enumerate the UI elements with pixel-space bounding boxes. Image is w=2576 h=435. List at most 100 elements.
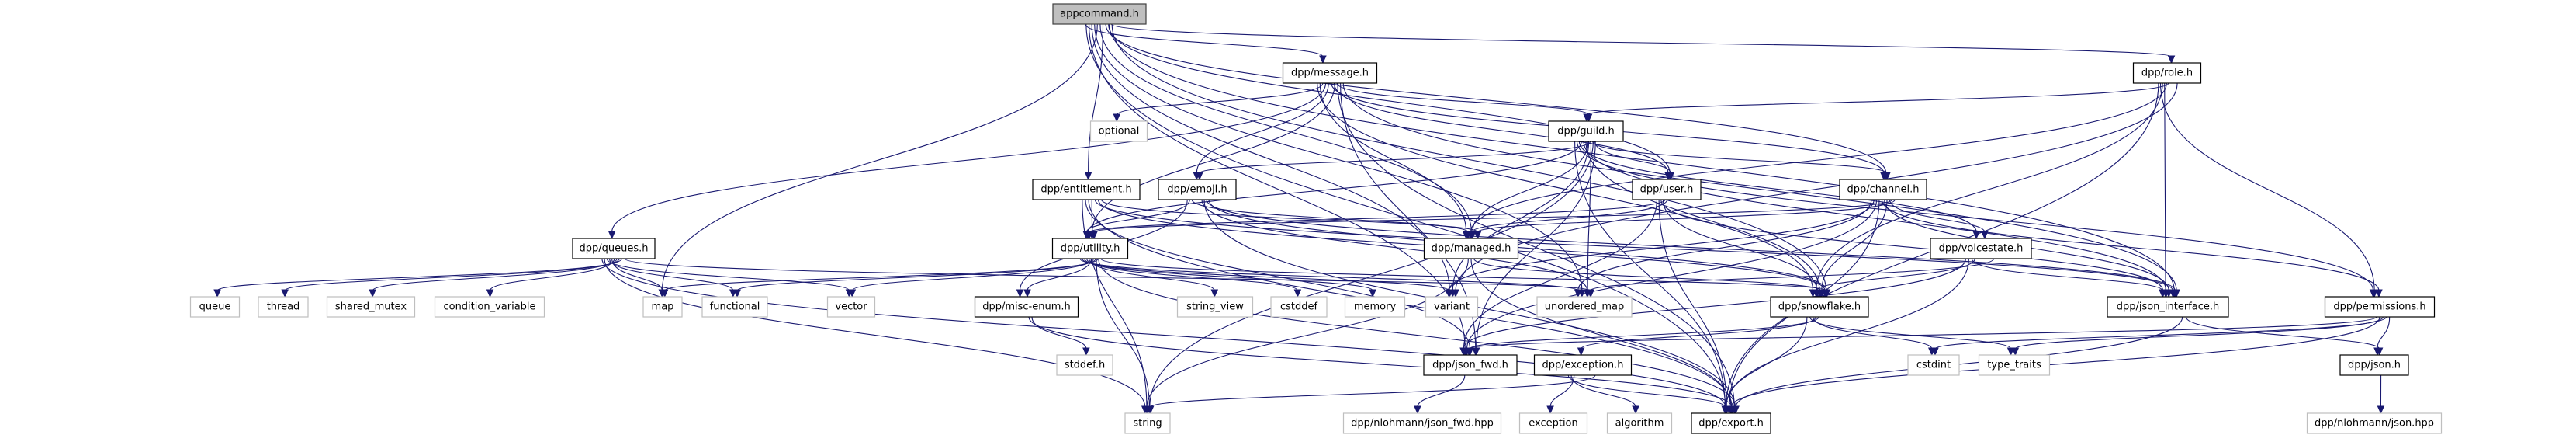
node-box xyxy=(1176,296,1254,318)
edge-utility-h-to-functional xyxy=(736,258,1096,291)
arrowhead-icon xyxy=(1473,231,1482,240)
edge-appcommand-h-to-role-h xyxy=(1110,23,2173,57)
arrowhead-icon xyxy=(1088,231,1096,240)
edge-guild-h-to-string xyxy=(1149,141,1594,408)
node-box xyxy=(1691,412,1771,434)
node-label: stddef.h xyxy=(1065,360,1105,371)
node-entitlement-h[interactable]: dpp/entitlement.h xyxy=(1032,179,1141,200)
edge-guild-h-to-managed-h xyxy=(1472,141,1589,233)
node-box xyxy=(258,296,309,318)
arrowhead-icon xyxy=(1583,113,1591,123)
node-box xyxy=(2306,412,2443,434)
node-label: dpp/queues.h xyxy=(579,243,648,255)
node-box xyxy=(1907,354,1960,376)
arrowhead-icon xyxy=(1141,405,1149,415)
edge-role-h-to-permissions-h xyxy=(2159,82,2375,291)
node-queues-h[interactable]: dpp/queues.h xyxy=(572,238,656,259)
edge-voicestate-h-to-json-interface-h xyxy=(1971,258,2163,291)
node-label: string xyxy=(1133,418,1162,430)
edge-appcommand-h-to-managed-h xyxy=(1099,23,1472,233)
node-message-h[interactable]: dpp/message.h xyxy=(1282,62,1378,84)
arrowhead-icon xyxy=(1196,172,1203,181)
node-box xyxy=(1344,296,1406,318)
node-json-interface-h[interactable]: dpp/json_interface.h xyxy=(2107,296,2229,318)
arrowhead-icon xyxy=(1813,289,1820,298)
node-label: dpp/permissions.h xyxy=(2333,301,2425,313)
node-voicestate-h[interactable]: dpp/voicestate.h xyxy=(1930,238,2032,259)
node-box xyxy=(1770,296,1869,318)
node-exception: exception xyxy=(1518,412,1588,434)
edge-entitlement-h-to-json-interface-h xyxy=(1094,199,2173,291)
arrowhead-icon xyxy=(1016,289,1024,298)
node-label: dpp/managed.h xyxy=(1432,243,1511,255)
node-user-h[interactable]: dpp/user.h xyxy=(1632,179,1702,200)
arrowhead-icon xyxy=(213,289,221,298)
edge-permissions-h-to-json-fwd-h xyxy=(1468,316,2377,350)
node-permissions-h[interactable]: dpp/permissions.h xyxy=(2324,296,2436,318)
node-role-h[interactable]: dpp/role.h xyxy=(2132,62,2202,84)
node-json-fwd-h[interactable]: dpp/json_fwd.h xyxy=(1423,354,1518,376)
edge-queues-h-to-functional xyxy=(608,258,734,291)
edge-guild-h-to-json-fwd-h xyxy=(1476,141,1596,350)
edge-guild-h-to-user-h xyxy=(1594,141,1671,174)
arrowhead-icon xyxy=(369,289,376,298)
node-snowflake-h[interactable]: dpp/snowflake.h xyxy=(1770,296,1869,318)
node-exception-h[interactable]: dpp/exception.h xyxy=(1533,354,1633,376)
edge-emoji-h-to-json-interface-h xyxy=(1206,199,2176,291)
arrowhead-icon xyxy=(1023,289,1031,298)
node-box xyxy=(1533,354,1633,376)
edge-snowflake-h-to-type-traits xyxy=(1809,316,2012,350)
edge-message-h-to-user-h xyxy=(1333,82,1669,174)
node-optional: optional xyxy=(1089,120,1148,142)
node-managed-h[interactable]: dpp/managed.h xyxy=(1423,238,1519,259)
edge-emoji-h-to-unordered-map xyxy=(1201,199,1588,291)
node-channel-h[interactable]: dpp/channel.h xyxy=(1839,179,1927,200)
node-label: dpp/nlohmann/json.hpp xyxy=(2315,418,2434,430)
edge-queues-h-to-vector xyxy=(606,258,850,291)
node-box xyxy=(1425,296,1479,318)
edge-misc-enum-h-to-export-h xyxy=(1028,316,1733,408)
edge-appcommand-h-to-entitlement-h xyxy=(1088,23,1104,174)
arrowhead-icon xyxy=(1574,289,1582,298)
arrowhead-icon xyxy=(848,289,857,298)
arrowhead-icon xyxy=(1721,405,1729,415)
node-label: dpp/json_fwd.h xyxy=(1432,360,1508,371)
arrowhead-icon xyxy=(1587,289,1595,298)
arrowhead-icon xyxy=(2373,347,2381,357)
edge-guild-h-to-variant xyxy=(1452,141,1590,291)
edge-emoji-h-to-utility-h xyxy=(1085,199,1190,233)
node-label: dpp/export.h xyxy=(1698,418,1764,430)
edge-utility-h-to-string xyxy=(1096,258,1150,408)
node-misc-enum-h[interactable]: dpp/misc-enum.h xyxy=(974,296,1079,318)
arrowhead-icon xyxy=(1459,347,1467,357)
node-label: map xyxy=(652,301,674,313)
edge-role-h-to-guild-h xyxy=(1586,82,2169,116)
node-box xyxy=(572,238,656,259)
arrowhead-icon xyxy=(1972,231,1980,240)
edge-channel-h-to-managed-h xyxy=(1477,199,1896,233)
node-label: dpp/voicestate.h xyxy=(1939,243,2024,255)
node-box xyxy=(2324,296,2436,318)
arrowhead-icon xyxy=(1465,347,1473,357)
node-label: string_view xyxy=(1186,301,1244,313)
edge-appcommand-h-to-json-fwd-h xyxy=(1088,23,1466,350)
edge-entitlement-h-to-json-fwd-h xyxy=(1085,199,1471,350)
node-utility-h[interactable]: dpp/utility.h xyxy=(1051,238,1129,259)
node-box xyxy=(1158,179,1237,200)
node-export-h[interactable]: dpp/export.h xyxy=(1691,412,1771,434)
edge-utility-h-to-vector xyxy=(851,258,1094,291)
edge-utility-h-to-snowflake-h xyxy=(1100,258,1827,291)
node-label: thread xyxy=(267,301,300,313)
node-guild-h[interactable]: dpp/guild.h xyxy=(1548,120,1624,142)
node-label: dpp/utility.h xyxy=(1061,243,1120,255)
arrowhead-icon xyxy=(1823,289,1830,298)
node-json-h[interactable]: dpp/json.h xyxy=(2339,354,2409,376)
edge-queues-h-to-queue xyxy=(216,258,622,291)
node-label: dpp/channel.h xyxy=(1847,184,1920,196)
node-box xyxy=(1124,412,1171,434)
node-emoji-h[interactable]: dpp/emoji.h xyxy=(1158,179,1237,200)
node-label: dpp/misc-enum.h xyxy=(982,301,1071,313)
node-cstddef: cstddef xyxy=(1270,296,1328,318)
node-label: cstddef xyxy=(1280,301,1318,313)
